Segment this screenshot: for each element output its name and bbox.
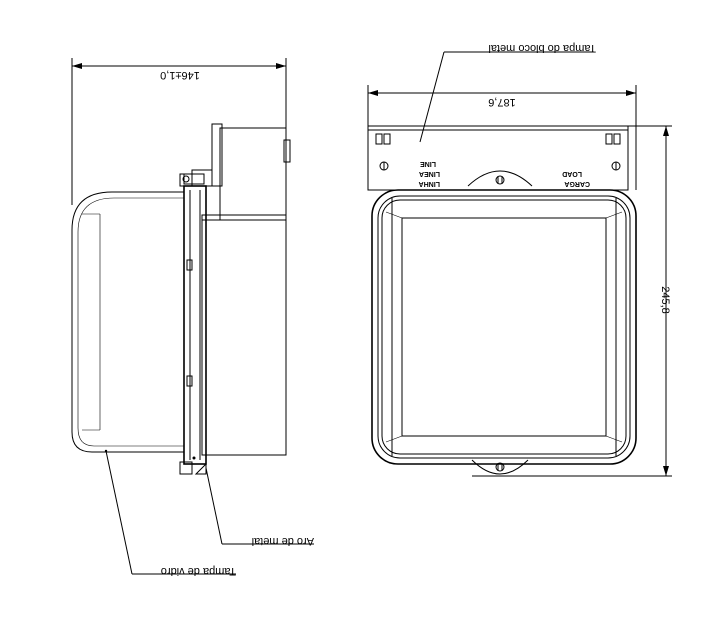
front-width-dimension-line xyxy=(367,85,637,190)
leader-metal-ring xyxy=(205,467,223,545)
rear-housing xyxy=(201,214,287,456)
dim-front-height: 245,8 xyxy=(659,286,671,314)
mounting-block xyxy=(182,123,291,221)
bottom-terminal xyxy=(471,459,529,475)
labels: 146±1,0 187,6 245,8 Tampa do bloco metal… xyxy=(160,42,671,577)
front-height-dimension-line xyxy=(472,125,672,477)
glass-cover xyxy=(71,191,184,453)
dim-side-width: 146±1,0 xyxy=(160,69,200,81)
metal-ring-flange xyxy=(179,173,207,475)
terminal-left-label-2: LINEA xyxy=(419,170,440,177)
front-body xyxy=(371,189,637,465)
dim-front-width: 187,6 xyxy=(488,96,516,108)
leader-metal-block-cover xyxy=(419,51,445,143)
leader-glass-cover xyxy=(105,450,133,575)
side-view xyxy=(71,58,314,575)
terminal-left-label-1: LINHA xyxy=(419,180,440,187)
terminal-left-label-3: LINE xyxy=(420,160,436,167)
top-terminal xyxy=(467,170,533,187)
label-metal-ring: Aro de metal xyxy=(252,535,314,547)
label-glass-cover: Tampa de vidro xyxy=(161,565,236,577)
terminal-right-label-2: LOAD xyxy=(562,170,582,177)
label-metal-block-cover: Tampa do bloco metal xyxy=(488,42,596,54)
terminal-right-label-1: CARGA xyxy=(564,180,590,187)
front-view xyxy=(367,51,672,477)
